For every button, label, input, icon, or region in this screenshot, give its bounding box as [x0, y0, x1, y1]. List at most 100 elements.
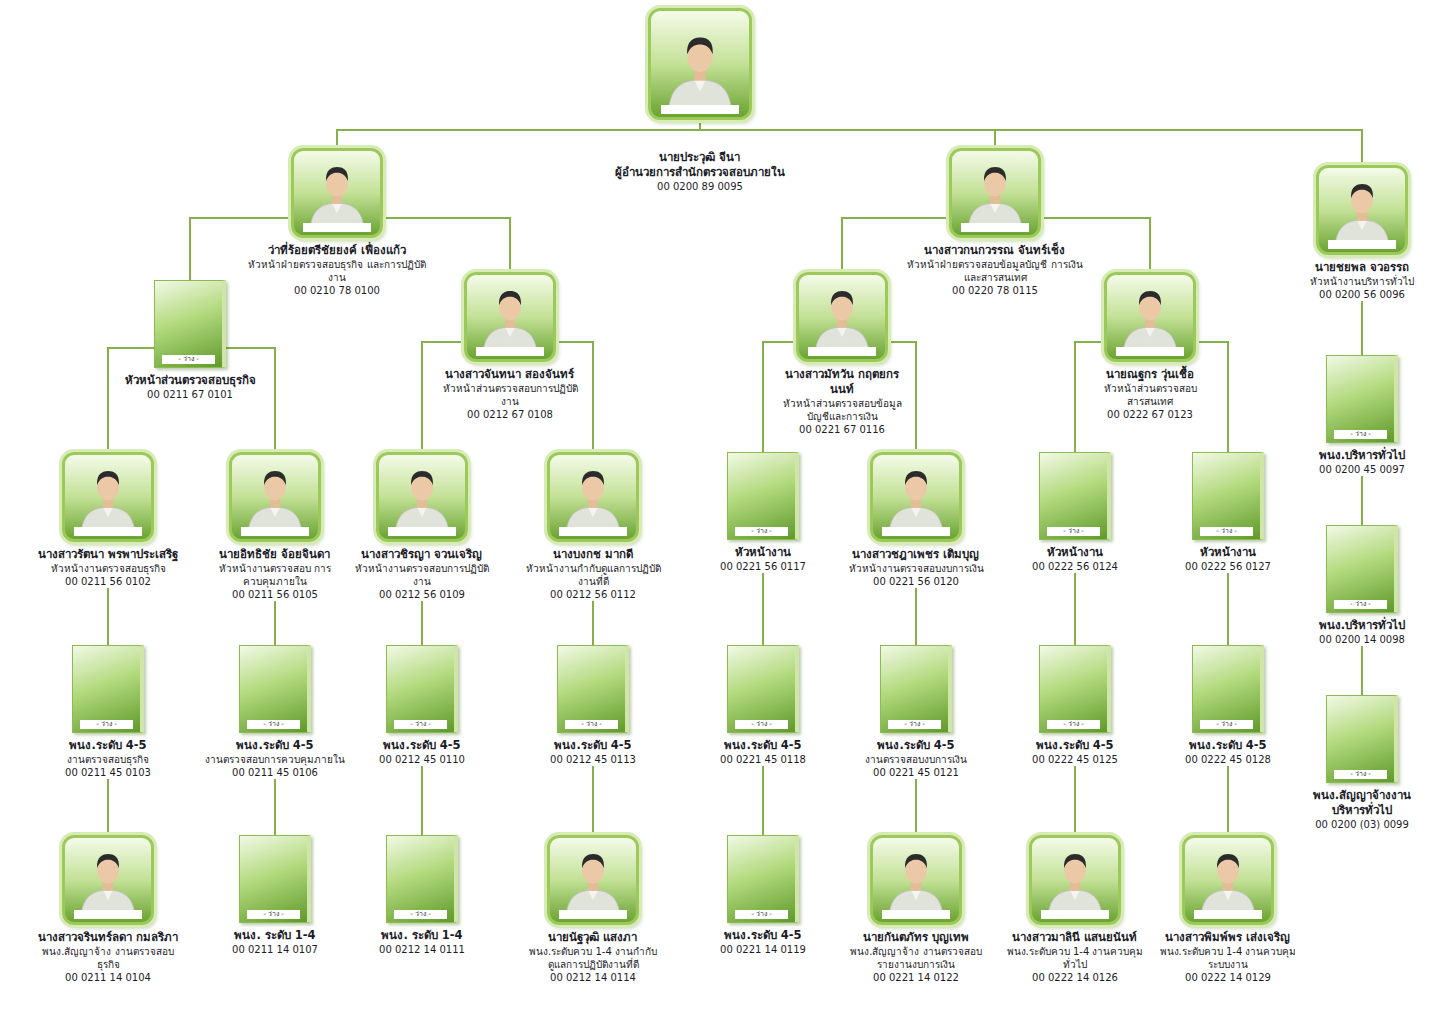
vacant-photo: - ว่าง -	[1326, 355, 1398, 443]
org-connector	[337, 120, 700, 148]
vacant-label: - ว่าง -	[751, 527, 772, 535]
photo-frame	[1104, 272, 1196, 362]
org-connector	[1196, 342, 1228, 452]
org-box: - ว่าง -หัวหน้างาน00 0222 56 0127	[1158, 452, 1298, 573]
org-box: - ว่าง - พนง.บริหารทั่วไป00 0200 45 0097	[1298, 355, 1426, 476]
name-plate	[559, 910, 628, 919]
vacant-label: - ว่าง -	[410, 720, 431, 728]
position-title: หัวหน้าฝ่ายตรวจสอบข้อมูลบัญชี การเงินและ…	[906, 258, 1084, 284]
text-group: พนง.บริหารทั่วไป00 0200 45 0097	[1298, 448, 1426, 476]
text-group: หัวหน้างาน00 0221 56 0117	[693, 545, 833, 573]
position-title: หัวหน้าส่วนตรวจสอบข้อมูลบัญชีและการเงิน	[777, 397, 907, 423]
text-group: พนง.ระดับ 4-500 0221 14 0119	[693, 928, 833, 956]
vacant-photo: - ว่าง -	[1192, 645, 1264, 733]
phone-number: 00 0220 78 0115	[906, 284, 1084, 297]
phone-number: 00 0221 14 0122	[846, 971, 986, 984]
position-title: พนง.สัญญาจ้าง งานตรวจสอบรายงานงบการเงิน	[846, 945, 986, 971]
phone-number: 00 0200 14 0098	[1298, 633, 1426, 646]
org-box: - ว่าง - หัวหน้างาน00 0221 56 0117	[693, 452, 833, 573]
person-name: นางบงกช มากดี	[523, 547, 663, 562]
position-title: พนง.ระดับ 4-5	[38, 738, 178, 753]
vacant-photo: - ว่าง -	[1326, 695, 1398, 783]
name-plate: - ว่าง -	[1047, 527, 1101, 536]
org-box: - ว่าง - หัวหน้างาน00 0222 56 0124	[1005, 452, 1145, 573]
text-group: หัวหน้างาน00 0222 56 0124	[1005, 545, 1145, 573]
org-connector	[1361, 646, 1363, 695]
person-name: นางสาวมัทวัน กฤตยกรนนท์	[777, 367, 907, 397]
name-plate	[961, 223, 1030, 232]
position-title: พนง. ระดับ 1-4	[205, 928, 345, 943]
org-box: นางสาวชฎาเพชร เติมบุญหัวหน้างานตรวจสอบงบ…	[846, 452, 986, 588]
org-connector	[888, 342, 916, 452]
phone-number: 00 0212 56 0112	[523, 588, 663, 601]
org-box: นางบงกช มากดีหัวหน้างานกำกับดูแลการปฏิบั…	[523, 452, 663, 601]
vacant-label: - ว่าง -	[904, 720, 925, 728]
vacant-photo: - ว่าง -	[1039, 645, 1111, 733]
person-photo	[651, 11, 749, 117]
photo-frame	[62, 835, 154, 925]
text-group: นางสาวจรินทร์ลดา กมลริภาพนง.สัญญาจ้าง งา…	[38, 930, 178, 984]
text-group: นายชยพล จวอรรถหัวหน้างานบริหารทั่วไป00 0…	[1298, 260, 1426, 301]
vacant-label: - ว่าง -	[1063, 720, 1084, 728]
name-plate: - ว่าง -	[247, 910, 301, 919]
vacant-label: - ว่าง -	[751, 910, 772, 918]
org-connector	[1074, 573, 1076, 645]
vacant-photo: - ว่าง -	[1039, 452, 1111, 540]
photo-frame	[949, 148, 1041, 238]
org-box: - ว่าง -พนง.ระดับ 4-5งานตรวจสอบงบการเงิน…	[846, 645, 986, 779]
phone-number: 00 0212 45 0113	[523, 753, 663, 766]
org-box: นางสาวกนกวรรณ จันทร์เช็งหัวหน้าฝ่ายตรวจส…	[906, 148, 1084, 297]
vacant-photo: - ว่าง -	[239, 835, 311, 923]
name-plate	[476, 347, 545, 356]
org-connector	[108, 348, 154, 452]
position-title: หัวหน้างานตรวจสอบ การควบคุมภายใน	[205, 562, 345, 588]
text-group: นางสาวพิมพ์พร เส่งเจริญพนง.ระดับควบ 1-4 …	[1158, 930, 1298, 984]
phone-number: 00 0212 67 0108	[440, 408, 580, 421]
photo-frame	[376, 452, 468, 542]
vacant-photo: - ว่าง -	[880, 645, 952, 733]
name-plate: - ว่าง -	[394, 720, 448, 729]
position-title: พนง.ระดับควบ 1-4 งานควบคุมทั่วไป	[1005, 945, 1145, 971]
org-connector	[762, 573, 764, 645]
org-box: นางสาวชิรญา จวนเจริญหัวหน้างานตรวจสอบการ…	[352, 452, 492, 601]
org-box: นางสาวมัทวัน กฤตยกรนนท์หัวหน้าส่วนตรวจสอ…	[777, 272, 907, 436]
position-title: หัวหน้าส่วนตรวจสอบการปฏิบัติงาน	[440, 382, 580, 408]
phone-number: 00 0222 14 0129	[1158, 971, 1298, 984]
text-group: นายอิทธิชัย จ้อยจินดาหัวหน้างานตรวจสอบ ก…	[205, 547, 345, 601]
phone-number: 00 0212 14 0114	[523, 971, 663, 984]
position-title: พนง.บริหารทั่วไป	[1298, 618, 1426, 633]
org-connector	[422, 342, 464, 452]
photo-frame	[1182, 835, 1274, 925]
vacant-photo: - ว่าง -	[72, 645, 144, 733]
position-title: หัวหน้างาน	[1005, 545, 1145, 560]
photo-frame	[464, 272, 556, 362]
vacant-label: - ว่าง -	[1350, 600, 1371, 608]
phone-number: 00 0221 14 0119	[693, 943, 833, 956]
photo-frame	[1029, 835, 1121, 925]
vacant-label: - ว่าง -	[410, 910, 431, 918]
phone-number: 00 0200 56 0096	[1298, 288, 1426, 301]
org-connector	[1227, 766, 1229, 835]
position-title: หัวหน้างานกำกับดูแลการปฏิบัติงานที่ดี	[523, 562, 663, 588]
name-plate	[241, 527, 310, 536]
name-plate	[1194, 910, 1263, 919]
position-title: พนง.ระดับ 4-5	[1005, 738, 1145, 753]
position-title: ผู้อำนวยการสำนักตรวจสอบภายใน	[585, 165, 815, 180]
org-connector	[915, 779, 917, 835]
vacant-label: - ว่าง -	[1350, 430, 1371, 438]
vacant-photo: - ว่าง -	[386, 645, 458, 733]
vacant-label: - ว่าง -	[178, 355, 199, 363]
org-connector	[421, 766, 423, 835]
org-box: ว่าที่ร้อยตรีชัยยงค์ เฟื่องแก้วหัวหน้าฝ่…	[248, 148, 426, 297]
position-title: พนง.ระดับ 4-5	[1158, 738, 1298, 753]
vacant-photo: - ว่าง -	[727, 835, 799, 923]
org-box: - ว่าง -พนง.ระดับ 4-500 0221 45 0118	[693, 645, 833, 766]
person-name: นางสาวจรินทร์ลดา กมลริภา	[38, 930, 178, 945]
person-name: นายอิทธิชัย จ้อยจินดา	[205, 547, 345, 562]
org-connector	[1075, 342, 1104, 452]
name-plate	[1328, 240, 1397, 249]
photo-frame	[291, 148, 383, 238]
org-connector	[700, 120, 995, 148]
name-plate: - ว่าง -	[735, 720, 789, 729]
text-group: นายณฐกร วุ่นเชื้อหัวหน้าส่วนตรวจสอบสารสน…	[1084, 367, 1216, 421]
